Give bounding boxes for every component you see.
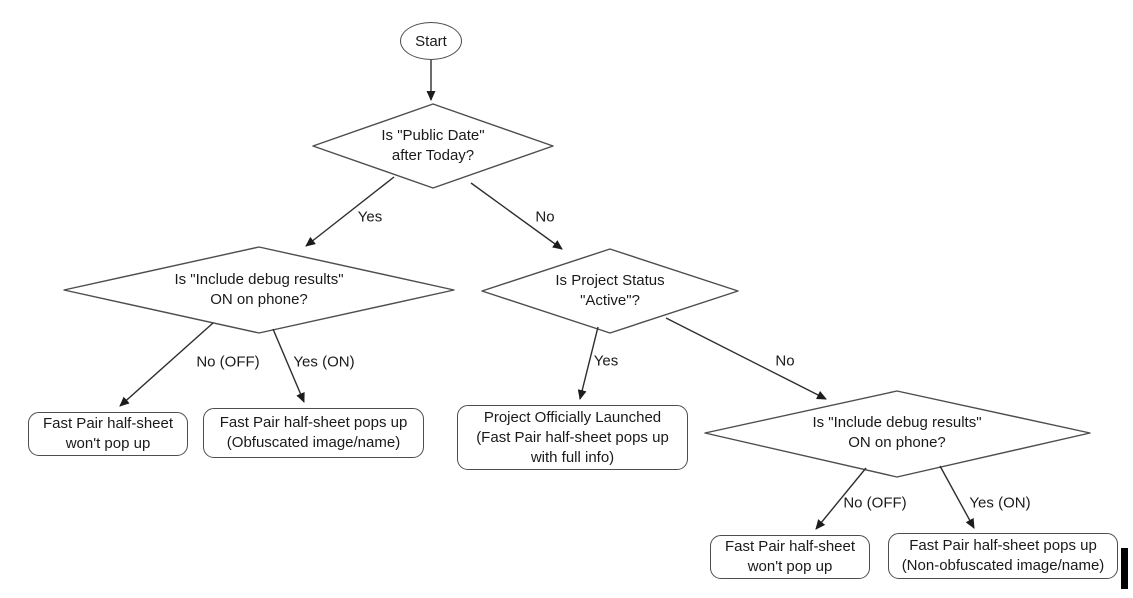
decision-public-date: Is "Public Date" after Today? xyxy=(323,106,543,186)
outcome-no-popup-left: Fast Pair half-sheet won't pop up xyxy=(28,412,188,456)
arrow-debug-right-yes-on xyxy=(939,465,975,529)
arrow-public-date-yes xyxy=(305,176,395,247)
arrow-debug-right-no-off xyxy=(815,467,867,530)
decision-public-date-line2: after Today? xyxy=(391,147,475,164)
arrow-public-date-no xyxy=(470,182,563,250)
decision-project-status-shape xyxy=(481,248,739,334)
outcome-no-popup-left-line1: Fast Pair half-sheet xyxy=(42,415,174,432)
arrow-debug-left-yes-on xyxy=(272,328,305,403)
decision-project-status-line1: Is Project Status xyxy=(555,272,665,289)
arrow-debug-left-no-off xyxy=(119,322,214,407)
decision-debug-left: Is "Include debug results" ON on phone? xyxy=(129,250,389,330)
decision-debug-right-line2: ON on phone? xyxy=(848,434,946,451)
decision-debug-right-shape xyxy=(704,390,1091,478)
decision-debug-right-line1: Is "Include debug results" xyxy=(812,414,982,431)
outcome-launched-line2: (Fast Pair half-sheet pops up xyxy=(476,428,669,446)
decision-debug-left-line2: ON on phone? xyxy=(210,291,308,308)
outcome-non-obfuscated: Fast Pair half-sheet pops up (Non-obfusc… xyxy=(888,533,1118,579)
outcome-obfuscated-line1: Fast Pair half-sheet pops up xyxy=(219,414,408,431)
outcome-no-popup-right: Fast Pair half-sheet won't pop up xyxy=(710,535,870,579)
arrow-project-status-yes xyxy=(577,326,599,400)
outcome-launched-line1: Project Officially Launched xyxy=(483,408,662,426)
outcome-non-obfuscated-line1: Fast Pair half-sheet pops up xyxy=(909,537,1097,554)
outcome-launched: Project Officially Launched (Fast Pair h… xyxy=(457,405,688,470)
edge-label-debug-right-yes-on: Yes (ON) xyxy=(969,494,1031,512)
outcome-launched-line3: with full info) xyxy=(530,448,615,466)
outcome-no-popup-right-line2: won't pop up xyxy=(747,558,833,575)
edge-label-public-date-yes: Yes xyxy=(357,208,383,226)
decision-debug-left-line1: Is "Include debug results" xyxy=(174,271,344,288)
outcome-obfuscated: Fast Pair half-sheet pops up (Obfuscated… xyxy=(203,408,424,458)
edge-label-debug-left-no-off: No (OFF) xyxy=(196,353,260,371)
edge-label-project-status-no: No xyxy=(775,352,795,370)
outcome-no-popup-right-line1: Fast Pair half-sheet xyxy=(724,538,856,555)
text-cursor-bar xyxy=(1121,548,1128,589)
edge-label-debug-right-no-off: No (OFF) xyxy=(843,494,907,512)
outcome-non-obfuscated-line2: (Non-obfuscated image/name) xyxy=(901,557,1105,574)
decision-debug-left-shape xyxy=(63,246,455,334)
edge-label-project-status-yes: Yes xyxy=(593,352,619,370)
decision-debug-right: Is "Include debug results" ON on phone? xyxy=(767,393,1027,473)
edge-label-debug-left-yes-on: Yes (ON) xyxy=(293,353,355,371)
decision-project-status: Is Project Status "Active"? xyxy=(500,251,720,331)
edge-label-public-date-no: No xyxy=(535,208,555,226)
outcome-no-popup-left-line2: won't pop up xyxy=(65,435,151,452)
arrow-project-status-no xyxy=(665,317,827,400)
decision-public-date-line1: Is "Public Date" xyxy=(381,127,485,144)
decision-project-status-line2: "Active"? xyxy=(580,292,640,309)
outcome-obfuscated-line2: (Obfuscated image/name) xyxy=(226,434,401,451)
start-node: Start xyxy=(400,22,462,60)
start-node-label: Start xyxy=(415,32,447,50)
decision-public-date-shape xyxy=(312,103,554,189)
